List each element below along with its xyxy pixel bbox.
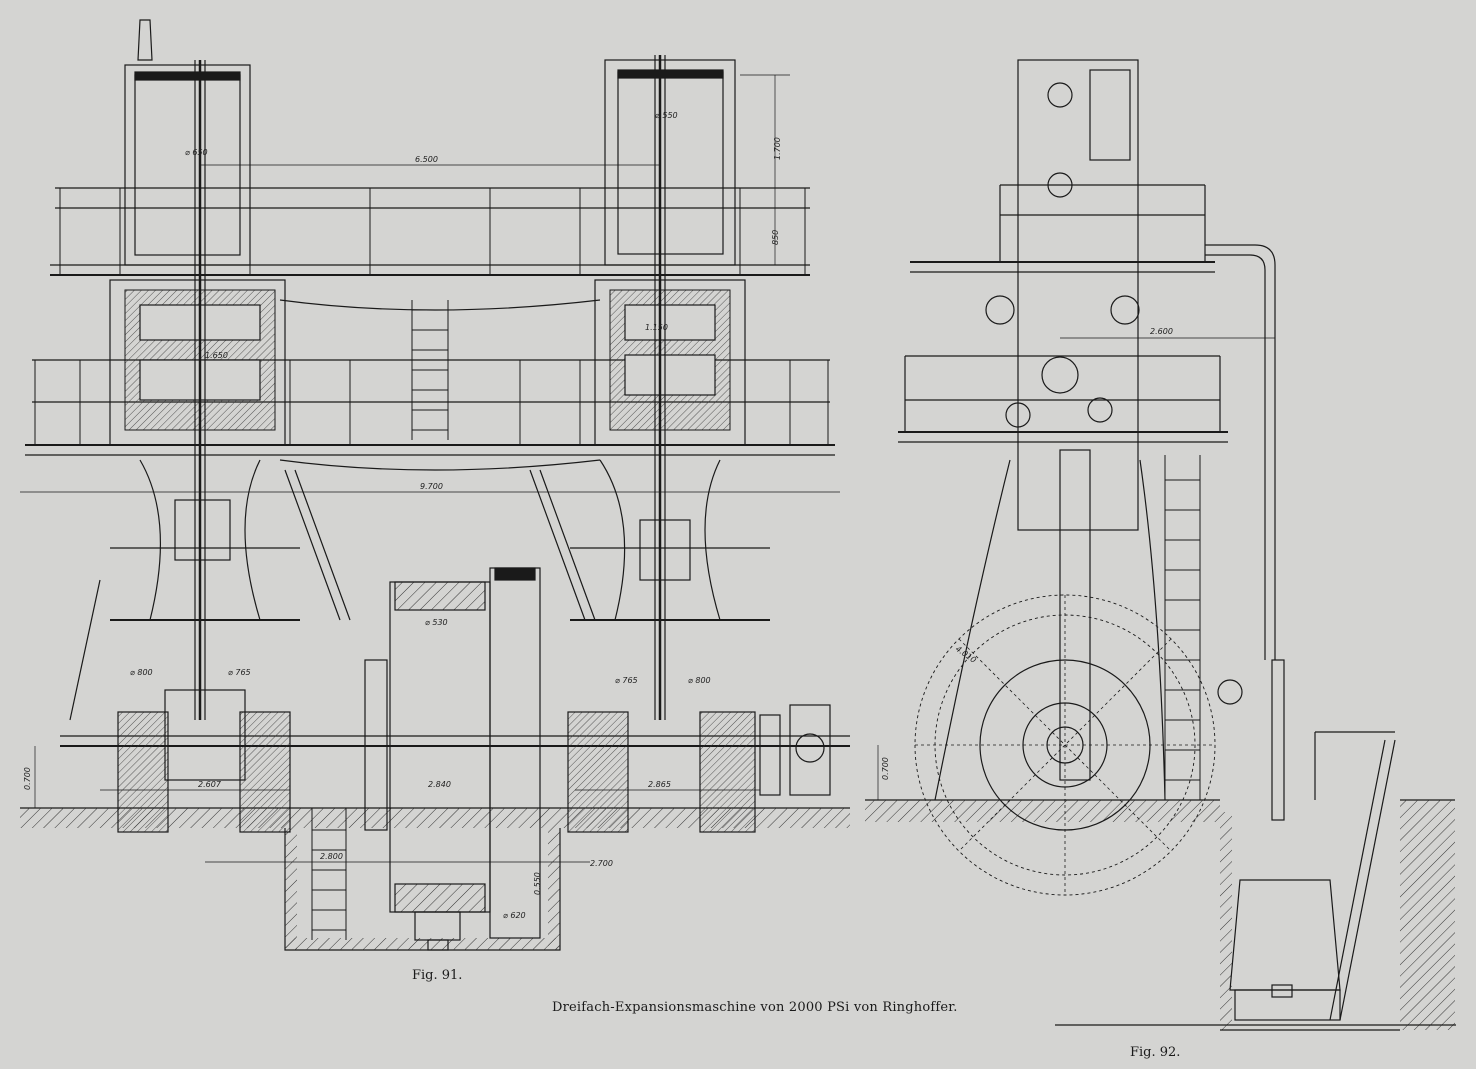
dim-9700: 9.700 <box>420 482 443 491</box>
dim-765-right: ⌀ 765 <box>615 676 638 685</box>
dim-1700: 1.700 <box>773 137 782 160</box>
dim-2865: 2.865 <box>648 780 671 789</box>
dim-765-left: ⌀ 765 <box>228 668 251 677</box>
figure-92-label: Fig. 92. <box>1130 1045 1181 1060</box>
fig92-drawing <box>865 59 1456 1031</box>
dim-550b: 0.550 <box>533 872 542 895</box>
dim-1150: 1.150 <box>645 323 668 332</box>
dim-850: 850 <box>771 230 780 245</box>
dim-2840: 2.840 <box>428 780 451 789</box>
fig91-drawing <box>20 19 850 951</box>
dim-1650: 1.650 <box>205 351 228 360</box>
dim-800-right: ⌀ 800 <box>688 676 711 685</box>
figure-91-label: Fig. 91. <box>412 968 463 983</box>
dim-700: 0.700 <box>23 767 32 790</box>
dim-530: ⌀ 530 <box>425 618 448 627</box>
plate-caption: Dreifach-Expansionsmaschine von 2000 PSi… <box>552 1000 958 1015</box>
dim-6500: 6.500 <box>415 155 438 164</box>
dim-800-left: ⌀ 800 <box>130 668 153 677</box>
dim-700-right: 0.700 <box>881 757 890 780</box>
dim-2700: 2.700 <box>590 859 613 868</box>
dim-2800: 2.800 <box>320 852 343 861</box>
dim-2600: 2.600 <box>1150 327 1173 336</box>
dim-2607: 2.607 <box>198 780 222 789</box>
dim-620: ⌀ 620 <box>503 911 526 920</box>
dim-4010: 4.010 <box>954 644 978 665</box>
dim-550: ⌀ 550 <box>655 111 678 120</box>
dim-650: ⌀ 650 <box>185 148 208 157</box>
